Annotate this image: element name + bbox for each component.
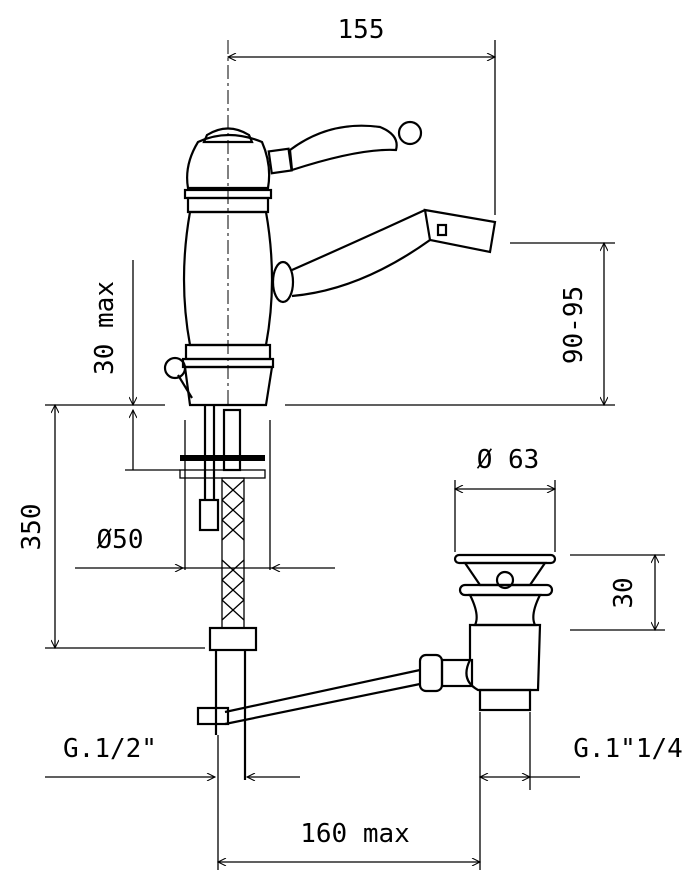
dim-350-label: 350	[17, 504, 47, 551]
dim-drain-height: 30	[570, 555, 665, 630]
dim-30max-label: 30 max	[90, 281, 120, 375]
faucet-body	[163, 127, 275, 407]
dim-90-95-label: 90-95	[559, 286, 589, 364]
dim-drain-diameter: Ø 63	[455, 445, 555, 552]
dim-deck-thickness: 30 max	[90, 260, 180, 471]
dim-spout-height: 90-95	[510, 243, 615, 405]
dim-drain-thread: G.1"1/4	[480, 712, 683, 870]
dim-g12-label: G.1/2"	[63, 734, 157, 764]
dim-shank-length: 350	[17, 405, 205, 648]
dim-o63-label: Ø 63	[477, 445, 540, 475]
spout	[271, 208, 497, 304]
dim-rod-length: 160 max	[218, 735, 480, 870]
dim-overall-width: 155	[228, 15, 495, 215]
lever-handle	[267, 120, 423, 175]
dim-30-label: 30	[609, 577, 639, 608]
dim-hole-diameter: Ø50	[75, 525, 335, 568]
dim-inlet-thread: G.1/2"	[45, 734, 300, 777]
dim-o50-label: Ø50	[97, 525, 144, 555]
dim-160max-label: 160 max	[300, 819, 410, 849]
dim-g114-label: G.1"1/4	[573, 734, 683, 764]
shanks-and-hoses	[179, 405, 421, 780]
dim-155-label: 155	[338, 15, 385, 45]
pop-up-drain	[418, 553, 557, 712]
